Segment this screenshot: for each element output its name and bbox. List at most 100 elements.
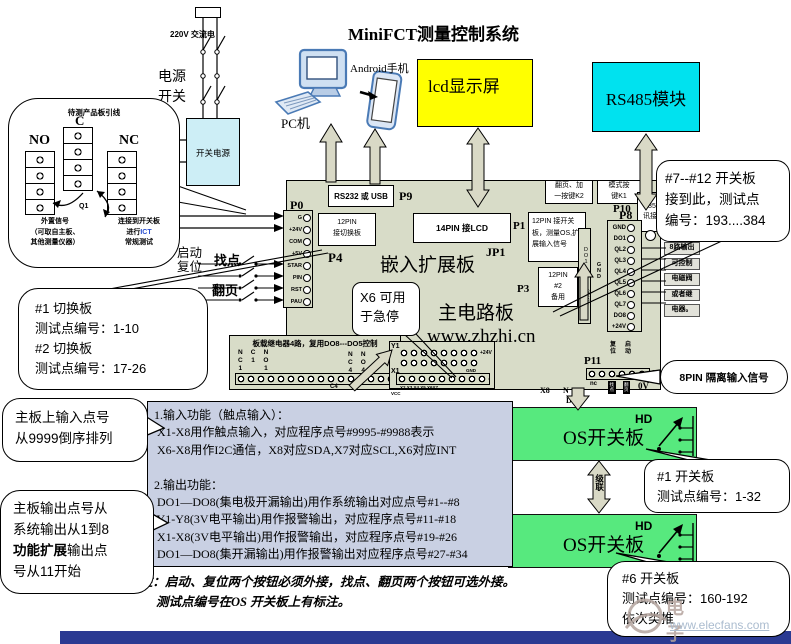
p11-upper-labels: 复 位启 动 [610,342,631,356]
mains-contact-dots [200,49,220,105]
pc-icon [274,48,356,118]
pc-arrow [319,123,343,183]
p0-pin-label: +5V [292,251,302,257]
psu-box: 开关电源 [186,118,240,186]
p8-pin-label: QL6 [614,290,626,297]
fixture-switch-arcs [52,190,110,218]
k1-board-line: 测试点编号：1-32 [657,489,762,505]
p11-pin-row [586,368,650,380]
p8-pin-label: QL3 [614,257,626,264]
android-phone-icon [358,70,406,134]
p8-pin-row: QL5 [608,277,641,288]
p8-pin-circle [627,300,635,309]
os-board-2: OS开关板 HD [508,514,697,568]
fixture-no-note: 外置信号 （可取自主板、 其他测量仪器） [30,218,80,246]
p8-pin-label: GND [612,224,626,231]
jp1-label: JP1 [486,245,506,259]
start-reset-labels: 启动 复位 [177,246,203,275]
output-note-line: 电磁阀 [664,273,700,286]
p11-otimes: ⊗ [650,368,658,378]
p8-pin-label: QL2 [614,246,626,253]
p8-label: P8 [619,208,633,222]
y-gnd-label: GND [466,368,476,373]
p11-0v-label: 0V [638,381,649,391]
function-info-box: 1.输入功能（触点输入）： X1-X8用作触点输入，对应程序点号#9995-#9… [147,401,513,567]
p0-pin-label: COM [289,239,302,245]
relay-title: 板载继电器4路，复用DO8---DO5控制 [252,339,378,348]
p8-pin-circle [627,289,635,298]
x-row-labels: X2 X3 X4 X5 X6X7 [400,385,439,390]
p1-label: P1 [513,220,526,232]
os-board-1: OS开关板 HD [508,407,697,461]
board-name: 主电路板 [438,303,515,324]
output-note-line: 电器。 [664,304,700,317]
output-note-chips: 8路输出可控制电磁阀或者继电器。 [664,242,700,320]
info-line: 2.输出功能： [154,477,224,492]
p11-lower-chip: 找 点 [608,381,616,394]
d-label: D [566,396,572,405]
p9-label: P9 [399,189,413,203]
p3-connector-box: 12PIN #2 备用 [538,267,578,307]
sw712-line: 编号：193....384 [665,212,766,228]
p0-pin-label: STAR [287,263,302,269]
os-board-2-switch-icon [657,523,694,563]
p8-pin-circle [627,322,635,331]
p0-pin-circle [303,286,311,294]
p0-pin-row: COM [284,236,312,248]
qh12-line: #1 切换板 [35,301,93,316]
android-label: Android手机 [350,63,409,75]
p4-connector-box: 12PIN 接切换板 [318,213,376,246]
p8-pin-label: +24V [611,323,626,330]
p8-pin-label: QL7 [614,301,626,308]
p8-pin-circle [627,311,635,320]
power-switch-label: 电源 开关 [158,70,186,106]
p0-pin-circle [303,262,311,270]
ac-supply-label: 220V 交流电 [170,30,215,39]
p11-label: P11 [584,355,602,367]
p11-lower-chips: 找 点翻 页 [608,381,630,394]
p0-pin-row: STAR [284,260,312,272]
p0-pin-label: PAU [290,299,302,305]
watermark-name: 电子发烧友 [666,598,686,644]
lcd-label: lcd显示屏 [428,77,500,96]
os-board-1-label: OS开关板 [563,428,645,449]
fixture-no-column [25,151,55,215]
x-row [396,373,490,385]
y-24v-label: +24V [480,350,492,356]
n-label: N [563,386,569,395]
k1-board-line: #1 开关板 [657,469,715,484]
p3-label: P3 [517,283,530,295]
relay-pin-row [235,373,398,385]
p8-pin-circle [627,267,635,276]
button-contact-dots [238,262,258,302]
p10-label: P10 [613,203,631,215]
relay-pin-stack: N C 1 [238,349,243,372]
page-title: MiniFCT测量控制系统 [348,25,519,44]
fixture-q1-label: Q1 [79,203,89,210]
output-note-line: 8路输出 [664,242,700,255]
p8-pin-label: DO1 [613,235,626,242]
p11-lower-chip: 翻 页 [622,381,630,394]
sw712-line: 接到此，测试点 [665,191,760,207]
p11-nc-label: nc [590,381,598,387]
p8-pin-row: DO8 [608,310,641,321]
x8-label: X8 [540,386,550,395]
p8-pin-circle [627,234,635,243]
info-line: DO1—DO8(集开漏输出)用作报警输出对应程序点号#27-#34 [154,547,468,562]
p0-label: P0 [290,198,304,212]
iso8-callout: 8PIN 隔离输入信号 [660,360,788,394]
p0-pin-circle [303,214,311,222]
note-line-1: 注：启动、复位两个按钮必须外接，找点、翻页两个按钮可选外接。 [140,575,516,589]
relay-pins-right: N C 4N O 4 [348,351,374,374]
os-board-2-hd-label: HD [635,519,653,533]
output-points-line4: 号从11开始 [13,563,82,579]
fixture-nc-label: NC [119,133,140,148]
fixture-c-label: C [75,113,85,128]
fixture-no-label: NO [29,133,50,148]
lcd-box: lcd显示屏 [417,59,533,127]
info-line [154,459,506,476]
sw712-callout: #7--#12 开关板接到此，测试点编号：193....384 [656,160,790,242]
rs232-port-box: RS232 或 USB [328,185,394,207]
k2-key-box: 翻页、加 一按键K2 [545,180,593,204]
